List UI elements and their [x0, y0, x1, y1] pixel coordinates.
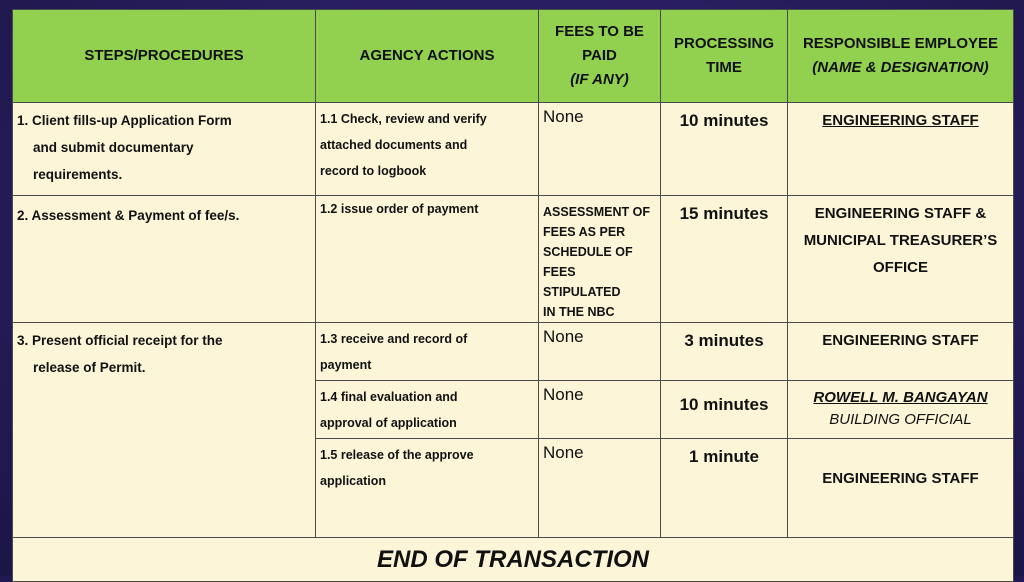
action-cell: 1.3 receive and record of payment [315, 322, 539, 381]
fee-note-line3: SCHEDULE OF [543, 245, 633, 259]
time-value: 1 minute [689, 447, 759, 466]
fee-note-line4: FEES STIPULATED [543, 265, 621, 299]
time-value: 15 minutes [679, 204, 769, 223]
fee-note-line1: ASSESSMENT OF [543, 205, 650, 219]
header-row: STEPS/PROCEDURES AGENCY ACTIONS FEES TO … [12, 9, 1014, 103]
header-steps: STEPS/PROCEDURES [12, 9, 316, 103]
action-1-3-line2: payment [320, 358, 372, 372]
fee-value: None [543, 443, 584, 462]
employee-cell: ENGINEERING STAFF [787, 322, 1014, 381]
action-1-1-line2: attached documents and [320, 138, 468, 152]
header-fees-line2: PAID [582, 47, 617, 64]
official-name: ROWELL M. BANGAYAN [813, 389, 988, 406]
step-1-line2: and submit documentary [33, 140, 194, 155]
header-employee-line2: (NAME & DESIGNATION) [812, 59, 989, 76]
fee-note-line2: FEES AS PER [543, 225, 626, 239]
table-row: 2. Assessment & Payment of fee/s. 1.2 is… [12, 195, 1014, 323]
table-row: 3. Present official receipt for the rele… [12, 322, 1014, 538]
fee-cell: None [538, 322, 661, 381]
action-cell: 1.5 release of the approve application [315, 438, 539, 538]
action-cell: 1.2 issue order of payment [315, 195, 539, 323]
fee-value: None [543, 107, 584, 126]
header-fees-line1: FEES TO BE [555, 23, 644, 40]
time-value: 10 minutes [679, 111, 769, 130]
employee-cell: ENGINEERING STAFF & MUNICIPAL TREASURER’… [787, 195, 1014, 323]
step-cell: 1. Client fills-up Application Form and … [12, 102, 316, 196]
step-1-line1: 1. Client fills-up Application Form [17, 113, 232, 128]
time-cell: 10 minutes [660, 102, 788, 196]
fee-cell: ASSESSMENT OF FEES AS PER SCHEDULE OF FE… [538, 195, 661, 323]
action-cell: 1.1 Check, review and verify attached do… [315, 102, 539, 196]
end-of-transaction: END OF TRANSACTION [12, 537, 1014, 582]
action-1-5-line2: application [320, 474, 386, 488]
procedure-table: STEPS/PROCEDURES AGENCY ACTIONS FEES TO … [12, 9, 1014, 582]
employee-value: ENGINEERING STAFF [822, 112, 979, 129]
header-time-line2: TIME [706, 59, 742, 76]
time-cell: 10 minutes [660, 380, 788, 439]
header-time-line1: PROCESSING [673, 35, 775, 52]
step-1-line3: requirements. [33, 167, 123, 182]
employee-line2: MUNICIPAL TREASURER’S [803, 232, 998, 249]
header-fees-line3: (IF ANY) [570, 71, 629, 88]
action-cell: 1.4 final evaluation and approval of app… [315, 380, 539, 439]
table-row: 1.4 final evaluation and approval of app… [13, 380, 1014, 439]
fee-cell: None [538, 102, 661, 196]
official-title: BUILDING OFFICIAL [829, 411, 972, 428]
employee-cell: ENGINEERING STAFF [787, 438, 1014, 538]
fee-note-line5: IN THE NBC [543, 305, 615, 319]
fee-cell: None [538, 380, 661, 439]
step-cell: 2. Assessment & Payment of fee/s. [12, 195, 316, 323]
time-cell: 1 minute [660, 438, 788, 538]
header-responsible-employee: RESPONSIBLE EMPLOYEE (NAME & DESIGNATION… [787, 9, 1014, 103]
action-1-2-line1: 1.2 issue order of payment [320, 202, 479, 216]
fee-cell: None [538, 438, 661, 538]
employee-value: ENGINEERING STAFF [822, 470, 979, 487]
action-1-4-line1: 1.4 final evaluation and [320, 390, 458, 404]
action-1-4-line2: approval of application [320, 416, 457, 430]
table-row: 1. Client fills-up Application Form and … [12, 102, 1014, 196]
header-processing-time: PROCESSING TIME [660, 9, 788, 103]
table-row: 1.5 release of the approve application N… [13, 438, 1014, 538]
step-3-line1: 3. Present official receipt for the [17, 333, 223, 348]
fee-value: None [543, 327, 584, 346]
employee-cell: ROWELL M. BANGAYAN BUILDING OFFICIAL [787, 380, 1014, 439]
employee-line3: OFFICE [873, 259, 928, 276]
header-fees: FEES TO BE PAID (IF ANY) [538, 9, 661, 103]
header-agency-actions: AGENCY ACTIONS [315, 9, 539, 103]
fee-value: None [543, 385, 584, 404]
time-cell: 3 minutes [660, 322, 788, 381]
employee-cell: ENGINEERING STAFF [787, 102, 1014, 196]
action-1-1-line1: 1.1 Check, review and verify [320, 112, 487, 126]
time-value: 10 minutes [679, 395, 769, 414]
step-3-line2: release of Permit. [33, 360, 146, 375]
step-2-line1: 2. Assessment & Payment of fee/s. [17, 208, 240, 223]
employee-value: ENGINEERING STAFF [822, 332, 979, 349]
action-1-3-line1: 1.3 receive and record of [320, 332, 468, 346]
header-employee-line1: RESPONSIBLE EMPLOYEE [802, 35, 999, 52]
time-cell: 15 minutes [660, 195, 788, 323]
step-cell: 3. Present official receipt for the rele… [12, 322, 316, 538]
footer-row: END OF TRANSACTION [12, 537, 1014, 582]
action-1-5-line1: 1.5 release of the approve [320, 448, 474, 462]
employee-line1: ENGINEERING STAFF & [814, 205, 987, 222]
action-1-1-line3: record to logbook [320, 164, 427, 178]
time-value: 3 minutes [684, 331, 764, 350]
